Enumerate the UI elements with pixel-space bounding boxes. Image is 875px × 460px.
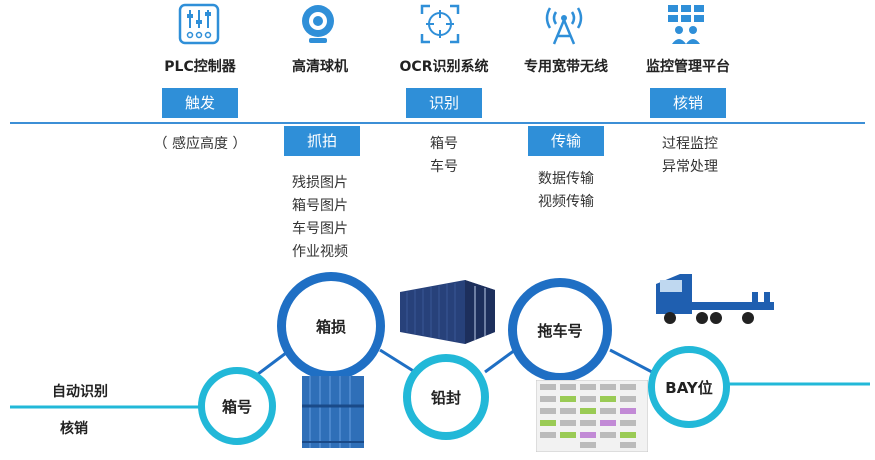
desc-item: 数据传输 (538, 171, 594, 187)
stage-title-plc: PLC控制器 (164, 59, 236, 75)
desc-item: 箱号 (430, 136, 458, 152)
stage-title-camera: 高清球机 (292, 59, 348, 75)
desc-recognize-list: 箱号 车号 (404, 133, 484, 179)
monitor-platform-icon (664, 2, 708, 46)
stage-title-platform: 监控管理平台 (646, 59, 730, 75)
flow-node-trailer-number: 拖车号 (508, 278, 612, 382)
label-writeoff: 核销 (60, 421, 88, 437)
timeline-line (10, 122, 865, 124)
desc-transmit-list: 数据传输 视频传输 (516, 168, 616, 214)
desc-item: 车号图片 (292, 221, 348, 237)
desc-item: 过程监控 (662, 136, 718, 152)
ocr-screen-photo (536, 380, 648, 452)
desc-item: 车号 (430, 159, 458, 175)
tag-capture: 抓拍 (284, 126, 360, 156)
flow-node-bay-position: BAY位 (648, 346, 730, 428)
wireless-tower-icon (542, 2, 586, 46)
desc-platform-list: 过程监控 异常处理 (640, 133, 740, 179)
desc-item: 异常处理 (662, 159, 718, 175)
tag-transmit: 传输 (528, 126, 604, 156)
truck-photo (656, 274, 774, 324)
desc-item: 箱号图片 (292, 198, 348, 214)
desc-capture-list: 残损图片 箱号图片 车号图片 作业视频 (250, 172, 390, 264)
tag-trigger: 触发 (162, 88, 238, 118)
stage-title-wireless: 专用宽带无线 (524, 59, 608, 75)
hd-camera-icon (296, 2, 340, 46)
desc-item: 残损图片 (292, 175, 348, 191)
tag-recognize: 识别 (406, 88, 482, 118)
flow-node-seal: 铅封 (403, 354, 489, 440)
tag-writeoff: 核销 (650, 88, 726, 118)
flow-node-container-number: 箱号 (198, 367, 276, 445)
stage-title-ocr: OCR识别系统 (399, 59, 489, 75)
ocr-target-icon (418, 2, 462, 46)
flow-node-box-damage: 箱损 (277, 272, 385, 380)
container-photo (400, 280, 495, 344)
desc-item: 视频传输 (538, 194, 594, 210)
label-auto-recognize: 自动识别 (52, 384, 108, 400)
desc-item: 作业视频 (292, 244, 348, 260)
desc-sensing-height: （ 感应高度 ） (153, 136, 247, 152)
plc-controller-icon (177, 2, 221, 46)
container-door-photo (302, 376, 364, 448)
